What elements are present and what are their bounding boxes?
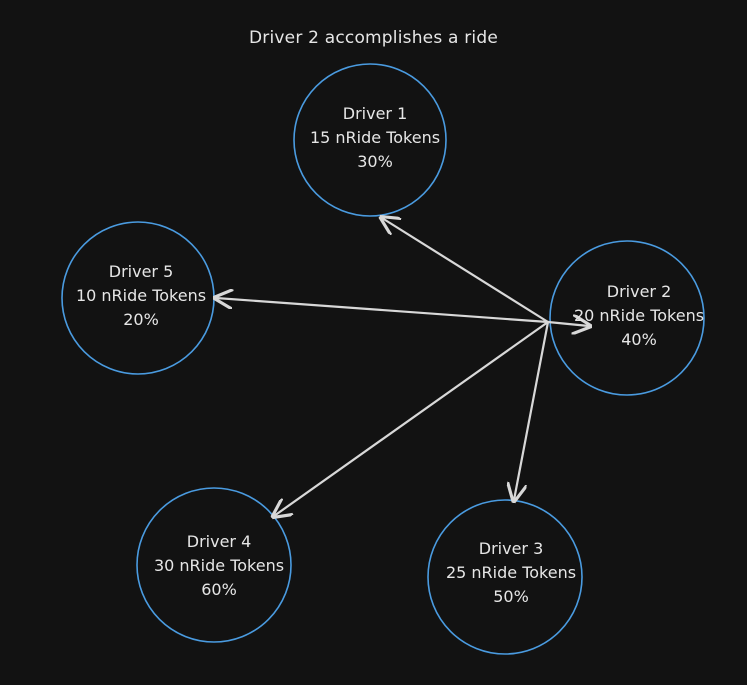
edge-driver2-to-driver5 bbox=[216, 298, 550, 324]
edge-driver2-to-driver3 bbox=[514, 320, 550, 500]
edge-driver2-to-driver1 bbox=[382, 218, 550, 324]
driver-2-percent: 40% bbox=[621, 330, 657, 349]
node-driver-3[interactable] bbox=[427, 499, 583, 655]
node-driver-2[interactable] bbox=[549, 240, 705, 396]
driver-1-name: Driver 1 bbox=[342, 104, 408, 123]
edge-driver2-to-driver4 bbox=[274, 320, 550, 516]
edges bbox=[216, 218, 589, 516]
diagram-title: Driver 2 accomplishes a ride bbox=[249, 28, 498, 48]
label-driver-2: Driver 2 20 nRide Tokens 40% bbox=[544, 280, 734, 352]
driver-1-tokens: 15 nRide Tokens bbox=[309, 128, 441, 147]
label-driver-4: Driver 4 30 nRide Tokens 60% bbox=[124, 530, 314, 602]
driver-3-name: Driver 3 bbox=[478, 539, 544, 558]
label-driver-5: Driver 5 10 nRide Tokens 20% bbox=[46, 260, 236, 332]
driver-2-tokens: 20 nRide Tokens bbox=[573, 306, 705, 325]
driver-4-percent: 60% bbox=[201, 580, 237, 599]
node-driver-1[interactable] bbox=[293, 63, 447, 217]
driver-5-name: Driver 5 bbox=[108, 262, 174, 281]
driver-4-name: Driver 4 bbox=[186, 532, 252, 551]
driver-4-tokens: 30 nRide Tokens bbox=[153, 556, 285, 575]
edge-driver2-to-driver2 bbox=[546, 322, 589, 326]
driver-5-tokens: 10 nRide Tokens bbox=[75, 286, 207, 305]
driver-3-tokens: 25 nRide Tokens bbox=[445, 563, 577, 582]
driver-3-percent: 50% bbox=[493, 587, 529, 606]
label-driver-3: Driver 3 25 nRide Tokens 50% bbox=[416, 537, 606, 609]
driver-2-name: Driver 2 bbox=[606, 282, 672, 301]
driver-5-percent: 20% bbox=[123, 310, 159, 329]
node-driver-4[interactable] bbox=[136, 487, 292, 643]
driver-1-percent: 30% bbox=[357, 152, 393, 171]
label-driver-1: Driver 1 15 nRide Tokens 30% bbox=[280, 102, 470, 174]
